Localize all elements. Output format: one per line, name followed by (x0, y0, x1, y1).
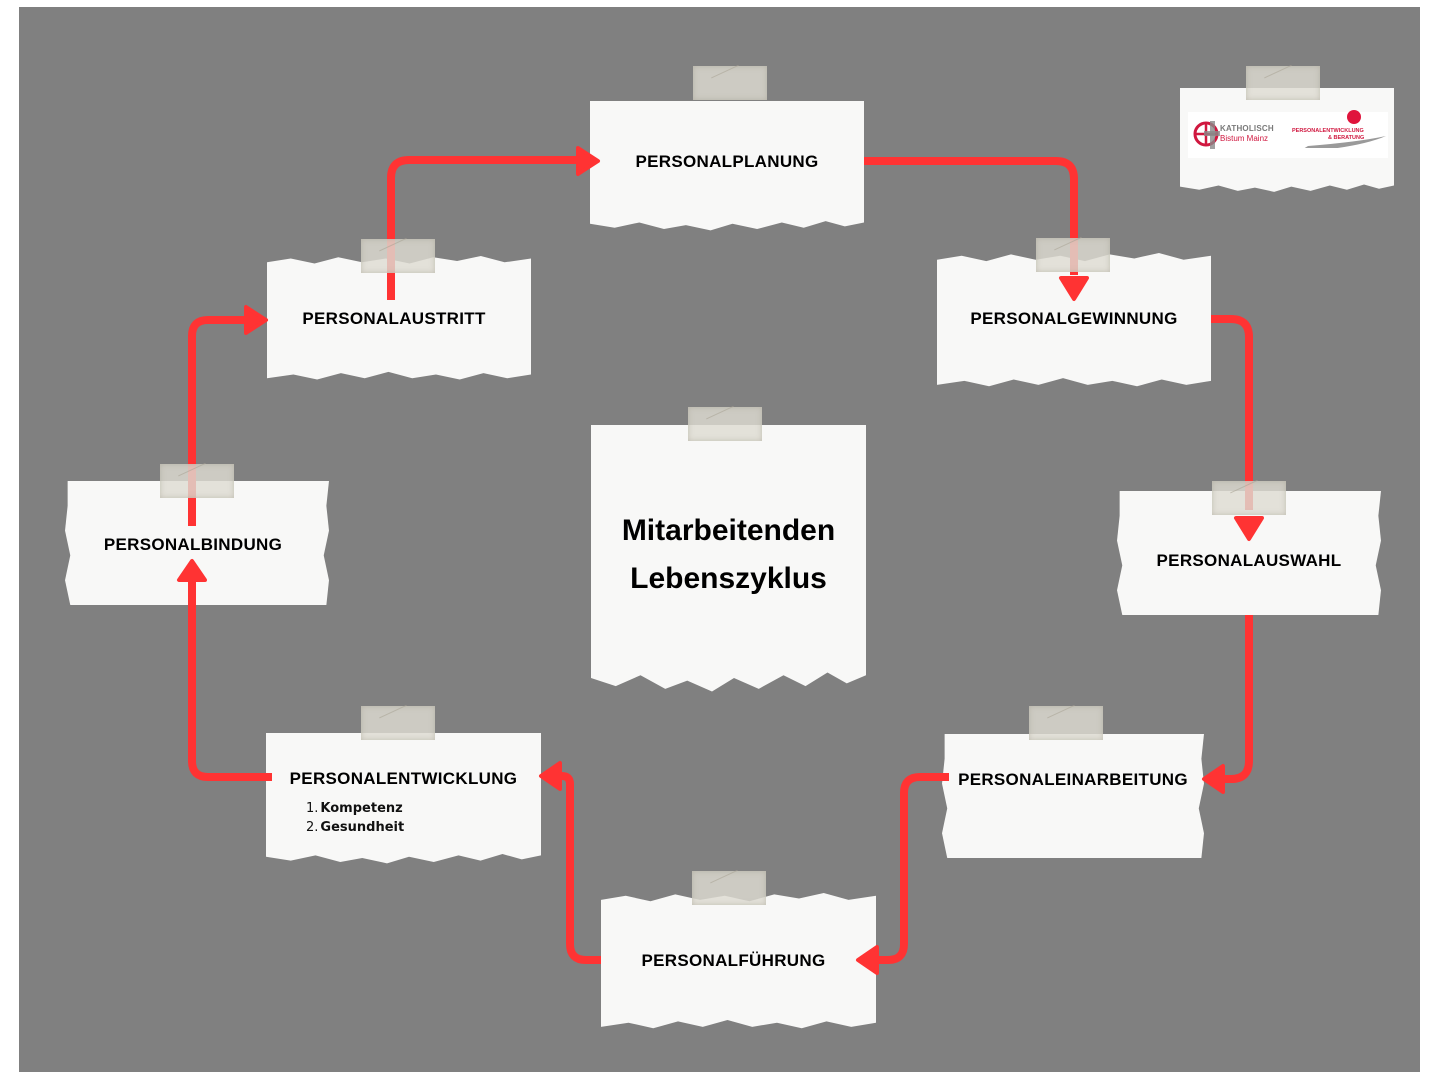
logo-beratung-text: & BERATUNG (1328, 135, 1365, 141)
logo-card: KATHOLISCH Bistum Mainz PERSONALENTWICKL… (1180, 88, 1394, 192)
stage-personalplanung: PERSONALPLANUNG (590, 101, 864, 231)
tape-logo (1246, 66, 1320, 100)
tape-entwicklung (361, 706, 435, 740)
tape-planung (693, 66, 767, 100)
tape-einarbeitung (1029, 706, 1103, 740)
stage-label: PERSONALAUSTRITT (302, 309, 486, 328)
stage-personalaustritt: PERSONALAUSTRITT (267, 256, 531, 380)
tape-fuehrung (692, 871, 766, 905)
tape-bindung (160, 464, 234, 498)
stage-label: PERSONALAUSWAHL (1156, 551, 1342, 570)
stage-label: PERSONALENTWICKLUNG (289, 769, 518, 788)
stage-personalgewinnung: PERSONALGEWINNUNG (937, 253, 1211, 387)
pe-beratung-logo-icon (1298, 110, 1386, 148)
stage-label: PERSONALPLANUNG (635, 152, 819, 171)
stage-label: PERSONALFÜHRUNG (641, 951, 826, 970)
stage-personalentwicklung: PERSONALENTWICKLUNG 1.Kompetenz 2.Gesund… (266, 733, 541, 864)
stage-personaleinarbeitung: PERSONALEINARBEITUNG (942, 734, 1204, 858)
tape-auswahl (1212, 481, 1286, 515)
stage-personalfuehrung: PERSONALFÜHRUNG (601, 893, 876, 1029)
subitem-gesundheit: 2.Gesundheit (306, 820, 405, 835)
title-line-1: Mitarbeitenden (621, 514, 836, 547)
tape-center (688, 407, 762, 441)
title-line-2: Lebenszyklus (630, 562, 827, 595)
stage-subitems: 1.Kompetenz 2.Gesundheit (306, 799, 404, 837)
diagram-title: Mitarbeitenden Lebenszyklus (591, 507, 866, 603)
center-title-card: Mitarbeitenden Lebenszyklus (591, 425, 866, 692)
logo-pe-text: PERSONALENTWICKLUNG (1292, 128, 1364, 134)
tape-gewinnung (1036, 238, 1110, 272)
logo-katholisch-text: KATHOLISCH (1220, 124, 1274, 133)
tape-austritt (361, 239, 435, 273)
logo-banner: KATHOLISCH Bistum Mainz PERSONALENTWICKL… (1188, 110, 1388, 158)
bistum-cross-logo-icon (1193, 121, 1220, 149)
stage-label: PERSONALGEWINNUNG (970, 309, 1178, 328)
subitem-kompetenz: 1.Kompetenz (306, 801, 403, 816)
logo-bistum-text: Bistum Mainz (1220, 134, 1269, 143)
stage-label: PERSONALEINARBEITUNG (958, 770, 1188, 789)
stage-label: PERSONALBINDUNG (103, 535, 283, 554)
stage-personalbindung: PERSONALBINDUNG (65, 481, 329, 605)
